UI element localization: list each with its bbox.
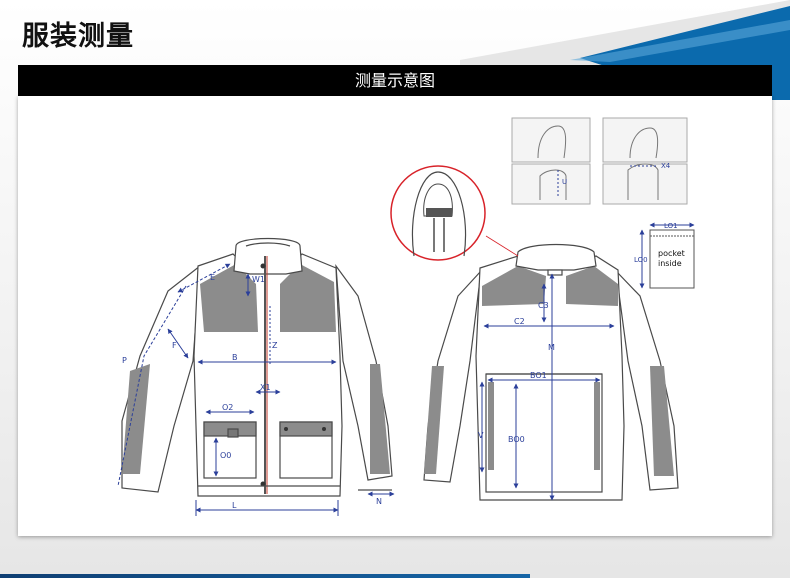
front-collar [233, 237, 303, 275]
bottom-accent-bar [0, 574, 530, 578]
label-n: N [376, 497, 382, 506]
label-e: E [210, 273, 215, 282]
label-c2: C2 [514, 317, 525, 326]
label-x4: X4 [661, 162, 671, 170]
label-u: U [562, 178, 567, 186]
measurement-diagram: E W1 P F B Z X1 O2 O0 N L C3 C2 [117, 117, 695, 516]
section-banner: 测量示意图 [18, 65, 772, 96]
label-z: Z [272, 341, 278, 350]
front-jacket [121, 237, 393, 497]
label-o2: O2 [222, 403, 233, 412]
label-bo0: BO0 [508, 435, 525, 444]
label-f: F [172, 341, 177, 350]
label-v: V [478, 431, 484, 440]
label-w1: W1 [252, 275, 265, 284]
measurement-panel: E W1 P F B Z X1 O2 O0 N L C3 C2 [18, 96, 772, 536]
label-p: P [122, 356, 127, 365]
label-x1: X1 [260, 383, 271, 392]
hood-measure-photo-icon: U [511, 117, 591, 205]
label-b: B [232, 353, 238, 362]
back-measurements [479, 273, 615, 501]
front-measurements [117, 263, 395, 516]
back-collar [515, 243, 597, 271]
pocket-note-line-2: inside [658, 259, 682, 268]
label-lo1: LO1 [664, 222, 678, 230]
inside-pocket-diagram: LO1 LO0 pocket inside [634, 222, 695, 289]
back-jacket [423, 243, 679, 501]
hood-measure-photo-icon: X4 [602, 117, 688, 205]
magnified-hood-collar-icon [390, 165, 519, 261]
label-m: M [548, 343, 555, 352]
label-c3: C3 [538, 301, 549, 310]
label-lo0: LO0 [634, 256, 648, 264]
pocket-note-line-1: pocket [658, 249, 685, 258]
back-pocket [485, 373, 603, 493]
label-bo1: BO1 [530, 371, 547, 380]
label-o0: O0 [220, 451, 231, 460]
page-title: 服装测量 [22, 21, 134, 52]
label-l: L [232, 501, 237, 510]
